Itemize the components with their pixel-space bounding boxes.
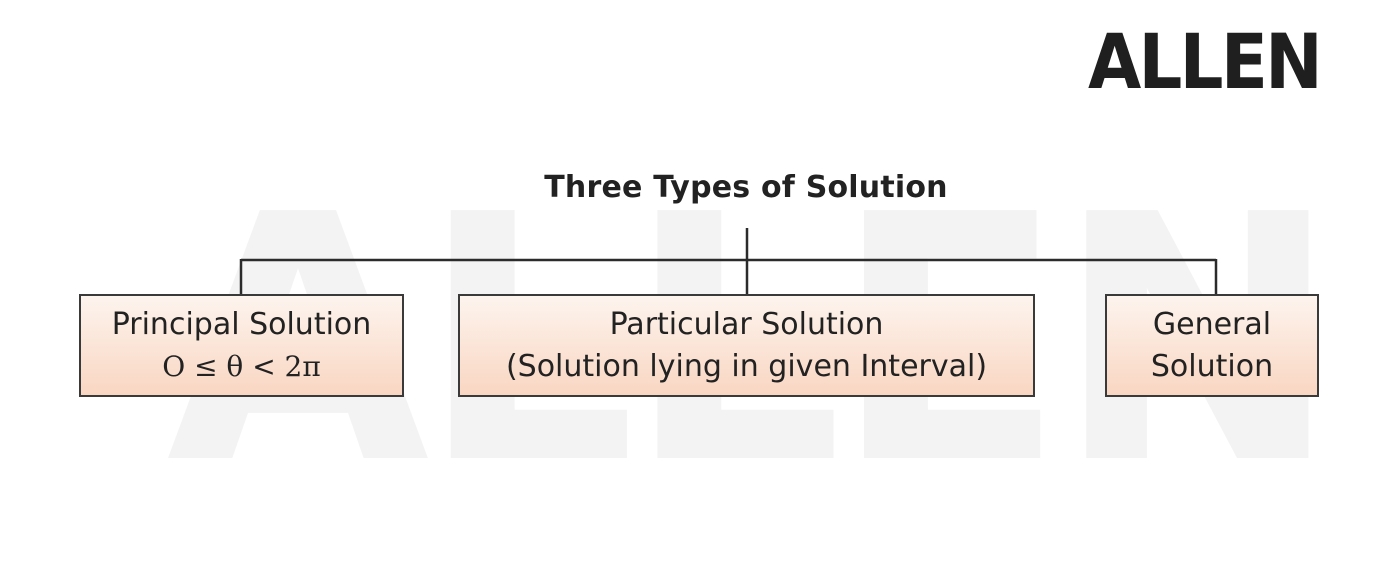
logo-text: ALLEN	[1088, 24, 1320, 96]
general-solution-label-line2: Solution	[1150, 348, 1274, 384]
principal-solution-label: Principal Solution	[111, 306, 372, 342]
general-solution-box: General Solution	[1105, 294, 1319, 397]
particular-solution-label: Particular Solution	[609, 306, 884, 342]
principal-solution-box: Principal Solution O ≤ θ < 2π	[79, 294, 404, 397]
diagram-title: Three Types of Solution	[544, 170, 948, 205]
principal-solution-range: O ≤ θ < 2π	[162, 349, 321, 383]
general-solution-label-line1: General	[1152, 306, 1272, 342]
particular-solution-description: (Solution lying in given Interval)	[505, 348, 988, 384]
particular-solution-box: Particular Solution (Solution lying in g…	[458, 294, 1035, 397]
allen-logo: ALLEN	[1088, 24, 1323, 96]
